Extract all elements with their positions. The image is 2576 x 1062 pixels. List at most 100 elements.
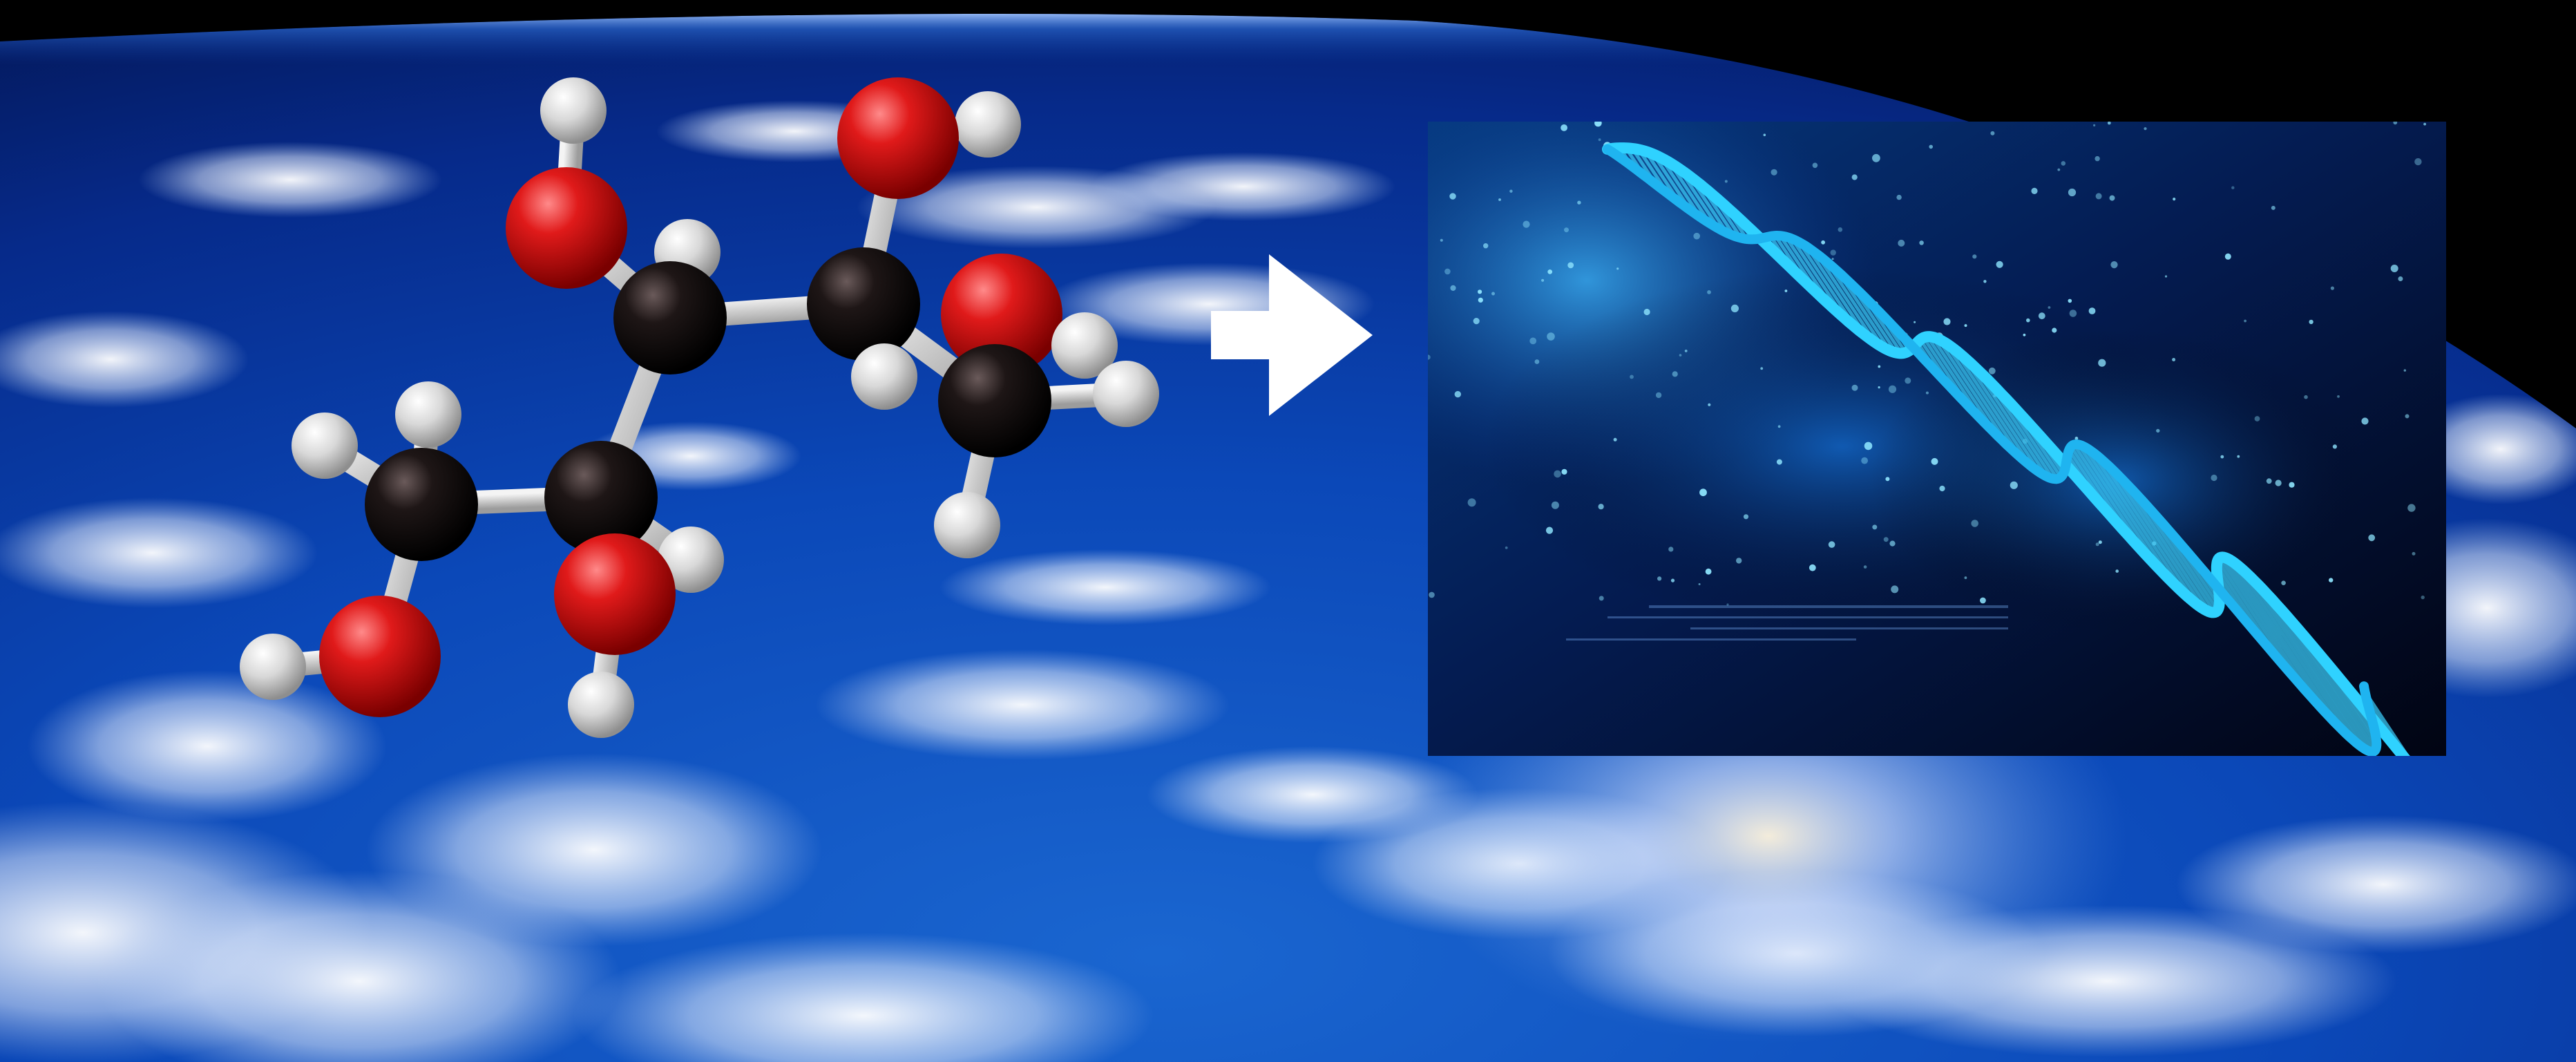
carbon-atom: [807, 247, 920, 361]
dna-particle: [2095, 193, 2102, 200]
dna-particle: [1891, 585, 1899, 594]
dna-particle: [1444, 268, 1451, 275]
dna-particle: [2098, 540, 2102, 544]
dna-particle: [1429, 591, 1435, 598]
dna-particle: [2107, 122, 2111, 125]
dna-particle: [1509, 189, 1513, 193]
dna-particle: [2048, 306, 2051, 309]
dna-particle: [2038, 312, 2045, 320]
dna-particle: [1554, 470, 1561, 478]
dna-particle: [1529, 337, 1537, 345]
dna-particle: [1672, 371, 1678, 377]
dna-particle: [2144, 127, 2147, 131]
dna-particle: [1809, 564, 1816, 571]
dna-particle: [1898, 239, 1905, 247]
right-arrow-icon: [1205, 249, 1378, 421]
dna-particle: [1972, 254, 1977, 259]
dna-particle: [2403, 369, 2406, 372]
dna-particle: [1889, 540, 1896, 547]
dna-particle: [1450, 285, 1456, 291]
dna-particle: [2407, 504, 2416, 512]
hydrogen-atom: [395, 381, 461, 448]
dna-particle: [2361, 417, 2369, 425]
dna-particle: [1577, 200, 1581, 205]
molecule-svg: [240, 77, 1159, 738]
dna-particle: [1990, 131, 1995, 135]
dna-particle: [2254, 416, 2260, 421]
dna-particle: [2405, 414, 2410, 419]
dna-particle: [2330, 286, 2334, 290]
dna-particle: [1831, 258, 1834, 260]
hydrogen-atom: [1051, 312, 1118, 379]
dna-particle: [1828, 541, 1835, 548]
dna-particle: [1523, 220, 1530, 228]
dna-particle: [2266, 478, 2272, 484]
dna-particle: [2068, 188, 2077, 197]
dna-particle: [2095, 542, 2099, 547]
dna-particle: [2023, 333, 2026, 336]
carbon-atom: [544, 441, 658, 554]
hydrogen-atom: [658, 527, 724, 593]
dna-particle: [1812, 162, 1818, 169]
dna-particle: [1705, 568, 1712, 575]
dna-particle: [2172, 358, 2176, 361]
dna-particle: [2068, 298, 2072, 303]
dna-particle: [1988, 367, 1996, 374]
dna-particle: [1883, 537, 1889, 542]
dna-particle: [2211, 474, 2217, 482]
dna-particle: [1763, 133, 1766, 137]
dna-particle: [1707, 290, 1711, 294]
dna-particle: [2412, 551, 2416, 556]
dna-particle: [2309, 319, 2313, 325]
dna-particle: [2281, 580, 2286, 585]
hydrogen-atom: [1093, 361, 1159, 427]
dna-base-pair: [2235, 564, 2355, 741]
oxygen-atom: [506, 167, 627, 289]
dna-particle: [1483, 243, 1489, 249]
dna-particle: [1863, 565, 1867, 569]
dna-particle: [2164, 275, 2168, 278]
dna-particle: [1693, 232, 1700, 240]
dna-particle: [1878, 365, 1881, 368]
dna-particle: [1564, 227, 1569, 233]
dna-particle: [2173, 198, 2176, 201]
dna-particle: [2110, 261, 2118, 269]
dna-particle: [1830, 249, 1836, 256]
dna-particle: [1478, 290, 1482, 294]
dna-particle: [1616, 267, 1619, 270]
dna-particle: [1547, 269, 1553, 274]
dna-particle: [1547, 332, 1555, 341]
dna-particle: [1449, 193, 1456, 200]
dna-particle: [2109, 195, 2115, 201]
dna-particle: [1996, 260, 2003, 268]
dna-base-pair: [1943, 341, 2023, 459]
oxygen-atom: [941, 254, 1062, 375]
dna-helix-image: [1428, 122, 2446, 756]
dna-particle: [1983, 280, 1987, 283]
dna-particle: [1914, 321, 1916, 323]
hydrogen-atom: [292, 413, 358, 479]
dna-particle: [2095, 155, 2100, 162]
dna-particle: [2052, 328, 2057, 333]
dna-particle: [1864, 442, 1873, 451]
dna-particles: [1428, 122, 2426, 606]
dna-particle: [1743, 514, 1749, 520]
dna-particle: [1698, 583, 1701, 585]
dna-particle: [2031, 187, 2038, 194]
dna-helix-icon: [1428, 122, 2446, 756]
dna-particle: [1657, 576, 1662, 581]
dna-particle: [2414, 158, 2422, 166]
dna-particle: [2275, 480, 2282, 486]
dna-particle: [1567, 262, 1574, 269]
dna-particle: [1655, 392, 1662, 399]
dna-particle: [2237, 455, 2240, 458]
dna-particle: [1736, 558, 1742, 564]
dna-particle: [2393, 122, 2398, 125]
dna-particle: [1599, 596, 1604, 601]
dna-particle: [1777, 425, 1781, 428]
dna-particle: [1905, 377, 1911, 384]
dna-particle: [2220, 455, 2224, 459]
hydrogen-atom: [568, 672, 634, 738]
hydrogen-atom: [955, 91, 1021, 158]
dna-particle: [1971, 520, 1978, 527]
